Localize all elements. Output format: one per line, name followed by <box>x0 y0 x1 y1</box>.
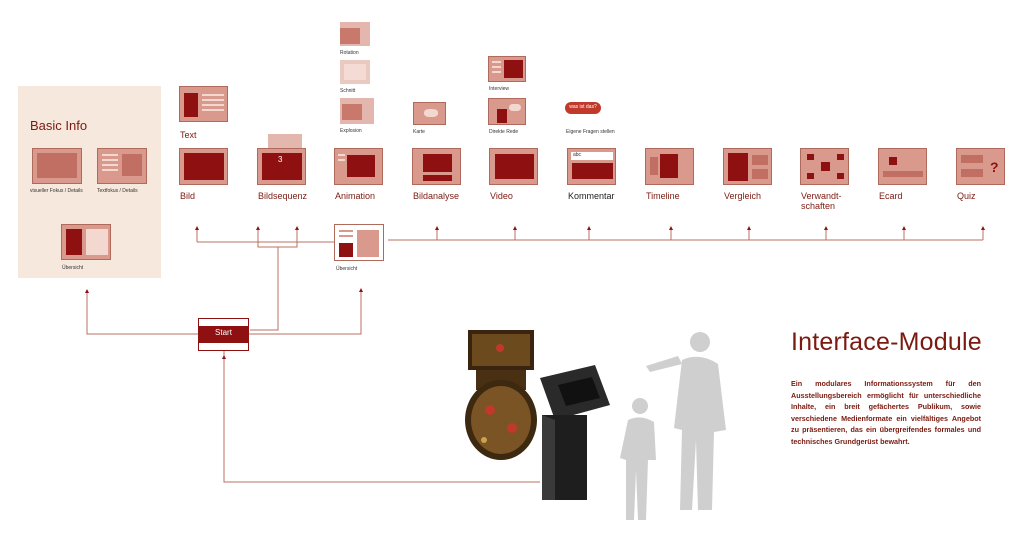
karte-label: Karte <box>413 129 425 135</box>
question-bubble-text: was ist das? <box>569 104 597 110</box>
timeline-label: Timeline <box>646 191 680 201</box>
bild-thumb[interactable] <box>179 148 228 185</box>
overview-label: Übersicht <box>336 266 358 272</box>
ecard-thumb[interactable] <box>878 148 927 185</box>
kiosk-terminal <box>540 365 610 500</box>
visual-focus-thumb[interactable] <box>32 148 82 184</box>
kommentar-label: Kommentar <box>568 191 615 201</box>
animation-label: Animation <box>335 191 376 201</box>
animation-thumb[interactable] <box>334 148 383 185</box>
start-label: Start <box>215 328 232 337</box>
artifact-image <box>465 330 537 460</box>
bild-label: Bild <box>180 191 196 201</box>
ecard-label: Ecard <box>879 191 903 201</box>
vergleich-label: Vergleich <box>724 191 762 201</box>
schnitt-label: Schnitt <box>340 88 356 94</box>
video-label: Video <box>490 191 513 201</box>
bildanalyse-label: Bildanalyse <box>413 191 460 201</box>
explosion-label: Explosion <box>340 128 362 134</box>
quiz-thumb[interactable]: ? <box>956 148 1005 185</box>
karte-thumb[interactable] <box>413 102 446 125</box>
explosion-thumb[interactable] <box>340 98 374 124</box>
basic-info-title: Basic Info <box>30 118 88 133</box>
question-bubble-icon[interactable]: was ist das? <box>565 102 601 114</box>
kommentar-thumb[interactable]: abc <box>567 148 616 185</box>
visitors-silhouette <box>620 332 726 520</box>
bildanalyse-thumb[interactable] <box>412 148 461 185</box>
basic-overview-label: Übersicht <box>62 265 84 271</box>
vergleich-thumb[interactable] <box>723 148 772 185</box>
text-focus-thumb[interactable] <box>97 148 147 184</box>
interview-thumb[interactable] <box>488 56 526 82</box>
bildsequenz-thumb[interactable]: 3 <box>257 148 306 185</box>
direkte-rede-thumb[interactable] <box>488 98 526 125</box>
quiz-label: Quiz <box>957 191 976 201</box>
rotation-thumb[interactable] <box>340 22 370 46</box>
kommentar-field-text: abc <box>573 152 582 158</box>
text-focus-label: Textfokus / Details <box>97 188 138 194</box>
video-thumb[interactable] <box>489 148 538 185</box>
rotation-label: Rotation <box>340 50 359 56</box>
visual-focus-label: visueller Fokus / Details <box>30 188 83 194</box>
quiz-mark: ? <box>990 159 999 175</box>
text-module-label: Text <box>180 130 197 140</box>
exhibition-illustration <box>465 330 726 520</box>
verwandtschaften-thumb[interactable] <box>800 148 849 185</box>
eigene-fragen-label: Eigene Fragen stellen <box>566 129 615 135</box>
page-title: Interface-Module <box>791 328 982 356</box>
schnitt-thumb[interactable] <box>340 60 370 84</box>
start-button[interactable]: Start <box>198 318 249 351</box>
bildsequenz-badge: 3 <box>278 155 283 164</box>
timeline-thumb[interactable] <box>645 148 694 185</box>
text-module-thumb[interactable] <box>179 86 228 122</box>
verwandtschaften-label: Verwandt- schaften <box>801 191 842 211</box>
overview-thumb[interactable] <box>334 224 384 261</box>
description-text: Ein modulares Informationssystem für den… <box>791 379 981 446</box>
basic-overview-thumb[interactable] <box>61 224 111 260</box>
direkte-rede-label: Direkte Rede <box>489 129 519 135</box>
interview-label: Interview <box>489 86 510 92</box>
bildsequenz-label: Bildsequenz <box>258 191 308 201</box>
